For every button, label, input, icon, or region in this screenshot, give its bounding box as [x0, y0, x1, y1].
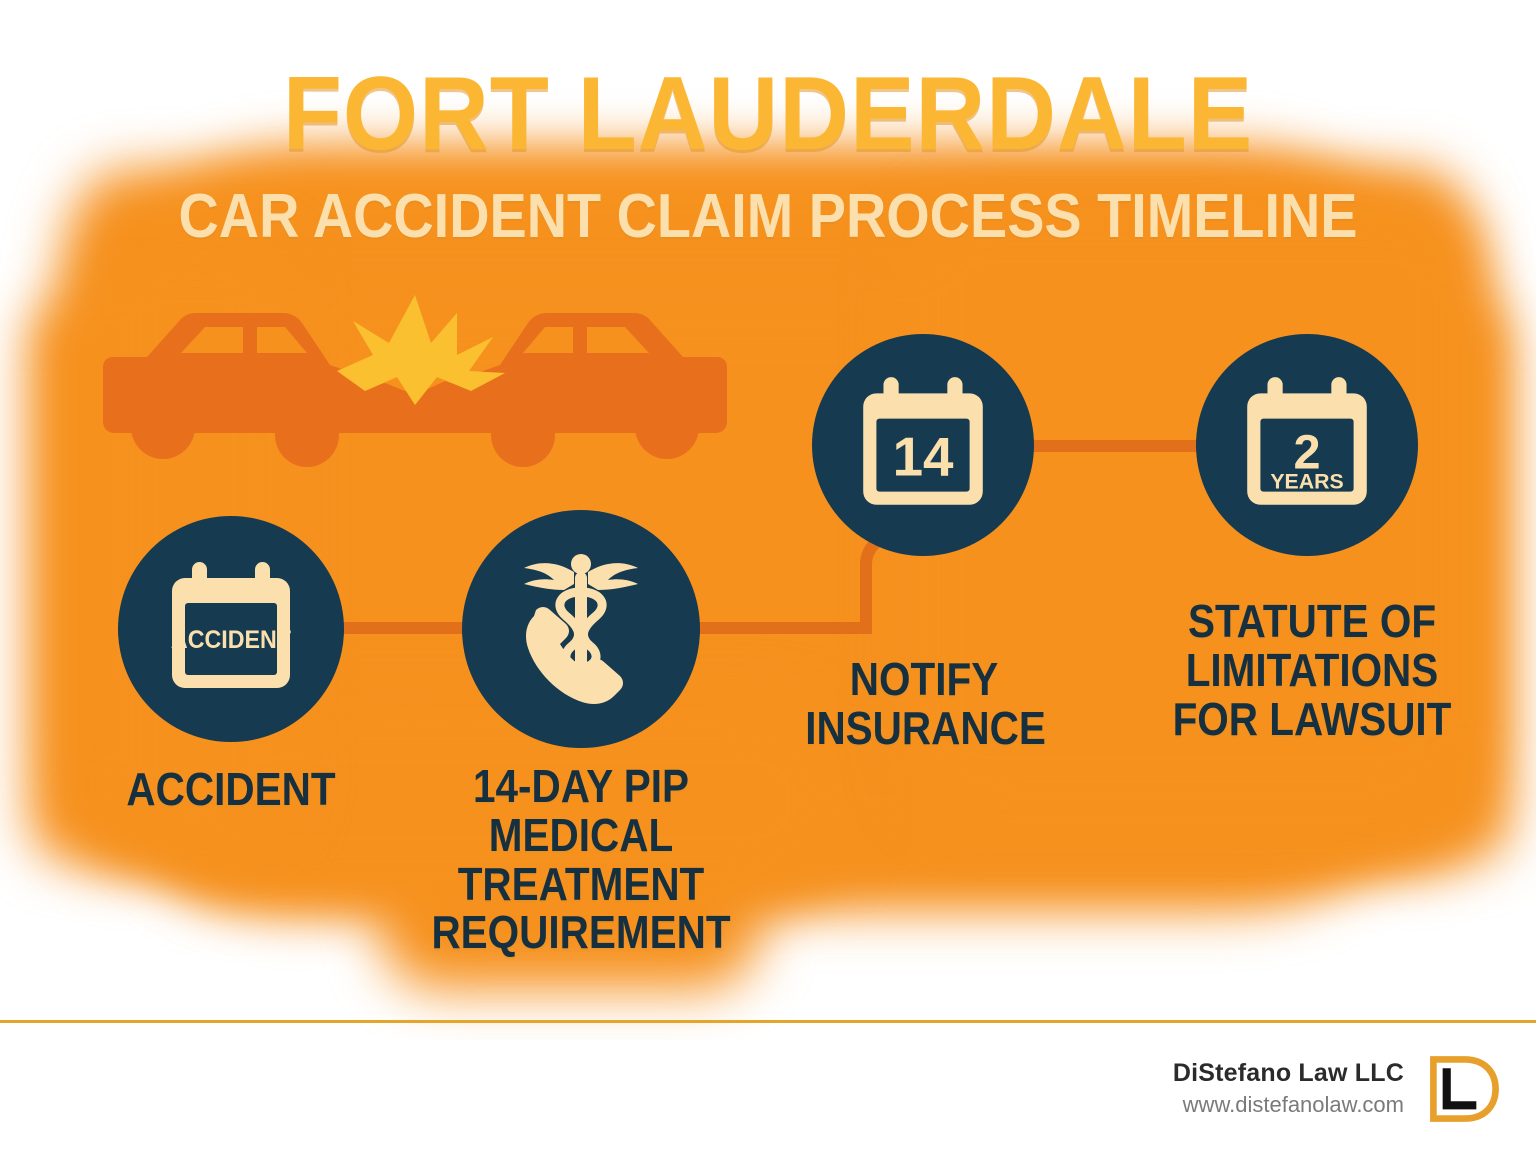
connector-notify-to-statute — [1010, 440, 1210, 452]
footer: DiStefano Law LLC www.distefanolaw.com — [1173, 1052, 1500, 1126]
page-title: FORT LAUDERDALE — [282, 56, 1254, 172]
medical-phone-caduceus-icon — [524, 554, 638, 704]
footer-text-block: DiStefano Law LLC www.distefanolaw.com — [1173, 1057, 1404, 1122]
left-car-wheel — [275, 403, 339, 467]
right-car-wheel — [635, 395, 699, 459]
right-car-wheel — [491, 403, 555, 467]
calendar-accident-text: ACCIDENT — [171, 626, 291, 654]
calendar-years-text: YEARS — [1270, 470, 1343, 494]
car-crash-illustration — [103, 295, 727, 467]
left-car-wheel — [131, 395, 195, 459]
step-label-statute-limitations: STATUTE OF LIMITATIONS FOR LAWSUIT — [1172, 595, 1452, 745]
step-node-notify-insurance[interactable]: 14 — [812, 334, 1034, 556]
calendar-2-text: 2 — [1293, 425, 1320, 479]
calendar-2-years-icon: 2 YEARS — [1247, 377, 1367, 505]
step-node-pip-medical[interactable] — [462, 510, 700, 748]
calendar-14-text: 14 — [893, 425, 954, 487]
firm-website[interactable]: www.distefanolaw.com — [1182, 1092, 1404, 1118]
impact-burst-icon — [337, 295, 505, 405]
collision-crumple — [353, 381, 477, 433]
step-label-accident: ACCIDENT — [126, 763, 336, 815]
firm-name: DiStefano Law LLC — [1172, 1058, 1404, 1087]
step-node-statute-limitations[interactable]: 2 YEARS — [1196, 334, 1418, 556]
calendar-accident-icon: ACCIDENT — [171, 562, 291, 688]
footer-divider — [0, 1020, 1536, 1023]
ld-monogram-logo — [1430, 1056, 1499, 1122]
connector-accident-to-pip — [330, 622, 470, 634]
step-label-notify-insurance: NOTIFY INSURANCE — [805, 653, 1046, 754]
calendar-14-icon: 14 — [863, 377, 983, 505]
page-subtitle: CAR ACCIDENT CLAIM PROCESS TIMELINE — [178, 182, 1358, 251]
step-label-pip-medical: 14-DAY PIP MEDICAL TREATMENT REQUIREMENT — [431, 760, 731, 959]
step-node-accident[interactable]: ACCIDENT — [118, 516, 344, 742]
connector-pip-to-notify — [690, 622, 872, 634]
